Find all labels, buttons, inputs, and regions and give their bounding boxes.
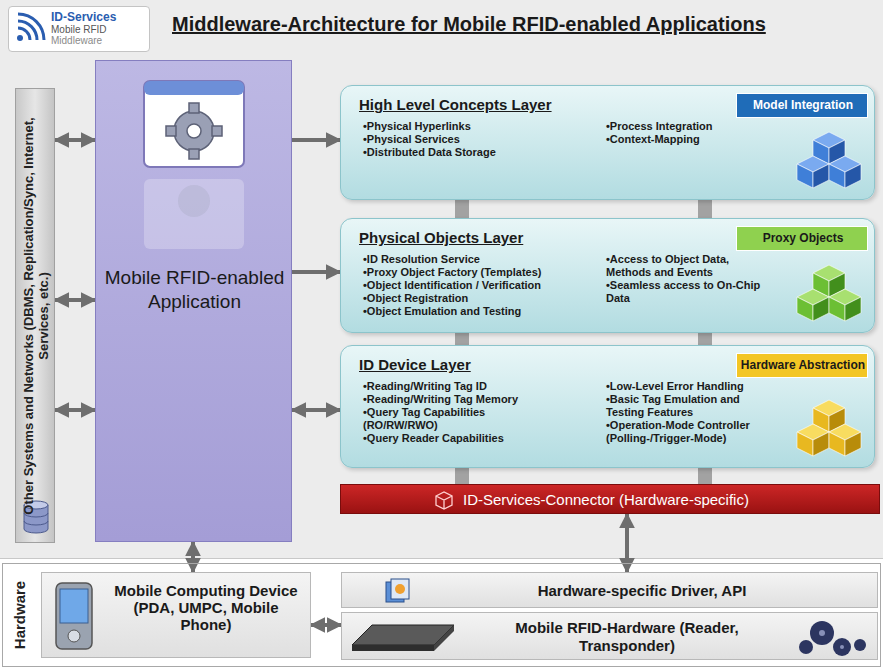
layer-link (455, 200, 469, 218)
diagram-title: Middleware-Architecture for Mobile RFID-… (172, 13, 877, 36)
layer-box: ID Device Layer •Reading/Writing Tag ID•R… (340, 345, 875, 468)
bullet-item: •Basic Tag Emulation and Testing Feature… (606, 393, 778, 419)
connector-arrow (311, 623, 341, 627)
bullet-item: •Distributed Data Storage (363, 146, 583, 159)
bullet-item: •Query Reader Capabilities (363, 432, 563, 445)
bullet-item: •Seamless access to On-Chip Data (606, 279, 776, 305)
text-group: Proxy Objects (737, 231, 869, 245)
icon (793, 392, 867, 468)
icon (124, 75, 264, 269)
icon (348, 617, 458, 661)
rfid-hardware-box: Mobile RFID-Hardware (Reader, Transponde… (341, 612, 878, 660)
layer-heading: Physical Objects Layer (359, 229, 659, 246)
connector-arrow (292, 270, 340, 274)
connector-arrow (55, 298, 95, 302)
connector-arrow (292, 138, 340, 142)
badge-label: Proxy Objects (736, 226, 868, 251)
text-group: •Access to Object Data, Methods and Even… (606, 253, 776, 305)
text-group: •Low-Level Error Handling•Basic Tag Emul… (606, 380, 778, 445)
text-group: •Physical Hyperlinks•Physical Services•D… (363, 120, 583, 159)
node-text: Middleware (51, 35, 147, 46)
layer-heading: High Level Concepts Layer (359, 96, 659, 113)
layer-link (455, 468, 469, 484)
layer-heading: ID Device Layer (359, 356, 659, 373)
bullet-item: •Physical Hyperlinks (363, 120, 583, 133)
node-text: ID-Services (51, 10, 147, 24)
text-group: ID-Services-Connector (Hardware-specific… (463, 491, 863, 508)
node-text: Mobile RFID-enabled Application (104, 266, 285, 314)
layer-link (698, 333, 712, 345)
hardware-band: Hardware Mobile Computing Device (PDA, UM… (2, 563, 881, 667)
systems-band: Other Systems and Networks (DBMS, Replic… (15, 88, 55, 543)
node-text: Mobile RFID-Hardware (Reader, Transponde… (482, 619, 772, 655)
text-group: High Level Concepts Layer (359, 96, 659, 113)
application-box: Mobile RFID-enabled Application (95, 60, 292, 542)
connector-arrow (292, 408, 340, 412)
bullet-item: •Proxy Object Factory (Templates) (363, 266, 588, 279)
node-text: Model Integration (737, 98, 869, 112)
node-text: Mobile Computing Device (PDA, UMPC, Mobi… (108, 582, 304, 633)
icon (54, 581, 94, 655)
text-group: Mobile RFID-enabled Application (104, 266, 285, 314)
bullet-item: •Reading/Writing Tag Memory (363, 393, 563, 406)
layer-box: Physical Objects Layer •ID Resolution Ser… (340, 218, 875, 333)
icon (13, 11, 47, 49)
text-group: •Reading/Writing Tag ID•Reading/Writing … (363, 380, 563, 445)
bullet-item: •Access to Object Data, Methods and Even… (606, 253, 776, 279)
text-group: •Process Integration•Context-Mapping (606, 120, 776, 146)
text-group: Mobile Computing Device (PDA, UMPC, Mobi… (108, 582, 304, 633)
icon (433, 489, 455, 515)
bullet-item: •Query Tag Capabilities (RO/RW/RWO) (363, 406, 563, 432)
icon (793, 257, 867, 333)
layer-box: High Level Concepts Layer •Physical Hyper… (340, 85, 875, 200)
text-group: Model Integration (737, 98, 869, 112)
text-group: •ID Resolution Service•Proxy Object Fact… (363, 253, 588, 318)
node-text: ID-Services-Connector (Hardware-specific… (463, 491, 863, 508)
icon (792, 617, 872, 661)
driver-box: Hardware-specific Driver, API (341, 572, 878, 608)
text-group: Physical Objects Layer (359, 229, 659, 246)
bullet-item: •Process Integration (606, 120, 776, 133)
node-text: Hardware Abstraction (737, 358, 869, 372)
bullet-item: •Physical Services (363, 133, 583, 146)
connector-bar: ID-Services-Connector (Hardware-specific… (340, 484, 880, 514)
text-group: ID-ServicesMobile RFIDMiddleware (51, 10, 147, 46)
node-text: Mobile RFID (51, 24, 147, 35)
layer-link (455, 333, 469, 345)
bullet-item: •Low-Level Error Handling (606, 380, 778, 393)
layer-link (698, 468, 712, 484)
connector-arrow (191, 542, 195, 572)
rotated-label: Hardware (11, 565, 28, 665)
bullet-item: •Reading/Writing Tag ID (363, 380, 563, 393)
text-group: Mobile RFID-Hardware (Reader, Transponde… (482, 619, 772, 655)
bullet-item: •Context-Mapping (606, 133, 776, 146)
device-box: Mobile Computing Device (PDA, UMPC, Mobi… (41, 572, 311, 658)
bullet-item: •Object Registration (363, 292, 588, 305)
bullet-item: •Object Emulation and Testing (363, 305, 588, 318)
text-group: ID Device Layer (359, 356, 659, 373)
icon (793, 124, 867, 200)
logo-box: ID-ServicesMobile RFIDMiddleware (8, 6, 150, 52)
bullet-item: •ID Resolution Service (363, 253, 588, 266)
rotated-label: Other Systems and Networks (DBMS, Replic… (21, 116, 51, 516)
node-text: Proxy Objects (737, 231, 869, 245)
bullet-item: •Operation-Mode Controller (Polling-/Tri… (606, 419, 778, 445)
layer-link (698, 200, 712, 218)
bullet-item: •Object Identification / Verification (363, 279, 588, 292)
icon (382, 576, 412, 610)
connector-arrow (55, 408, 95, 412)
connector-arrow (55, 138, 95, 142)
badge-label: Hardware Abstraction (736, 353, 868, 378)
text-group: Hardware Abstraction (737, 358, 869, 372)
node-text: Hardware-specific Driver, API (432, 582, 852, 599)
text-group: Hardware-specific Driver, API (432, 582, 852, 599)
badge-label: Model Integration (736, 93, 868, 118)
